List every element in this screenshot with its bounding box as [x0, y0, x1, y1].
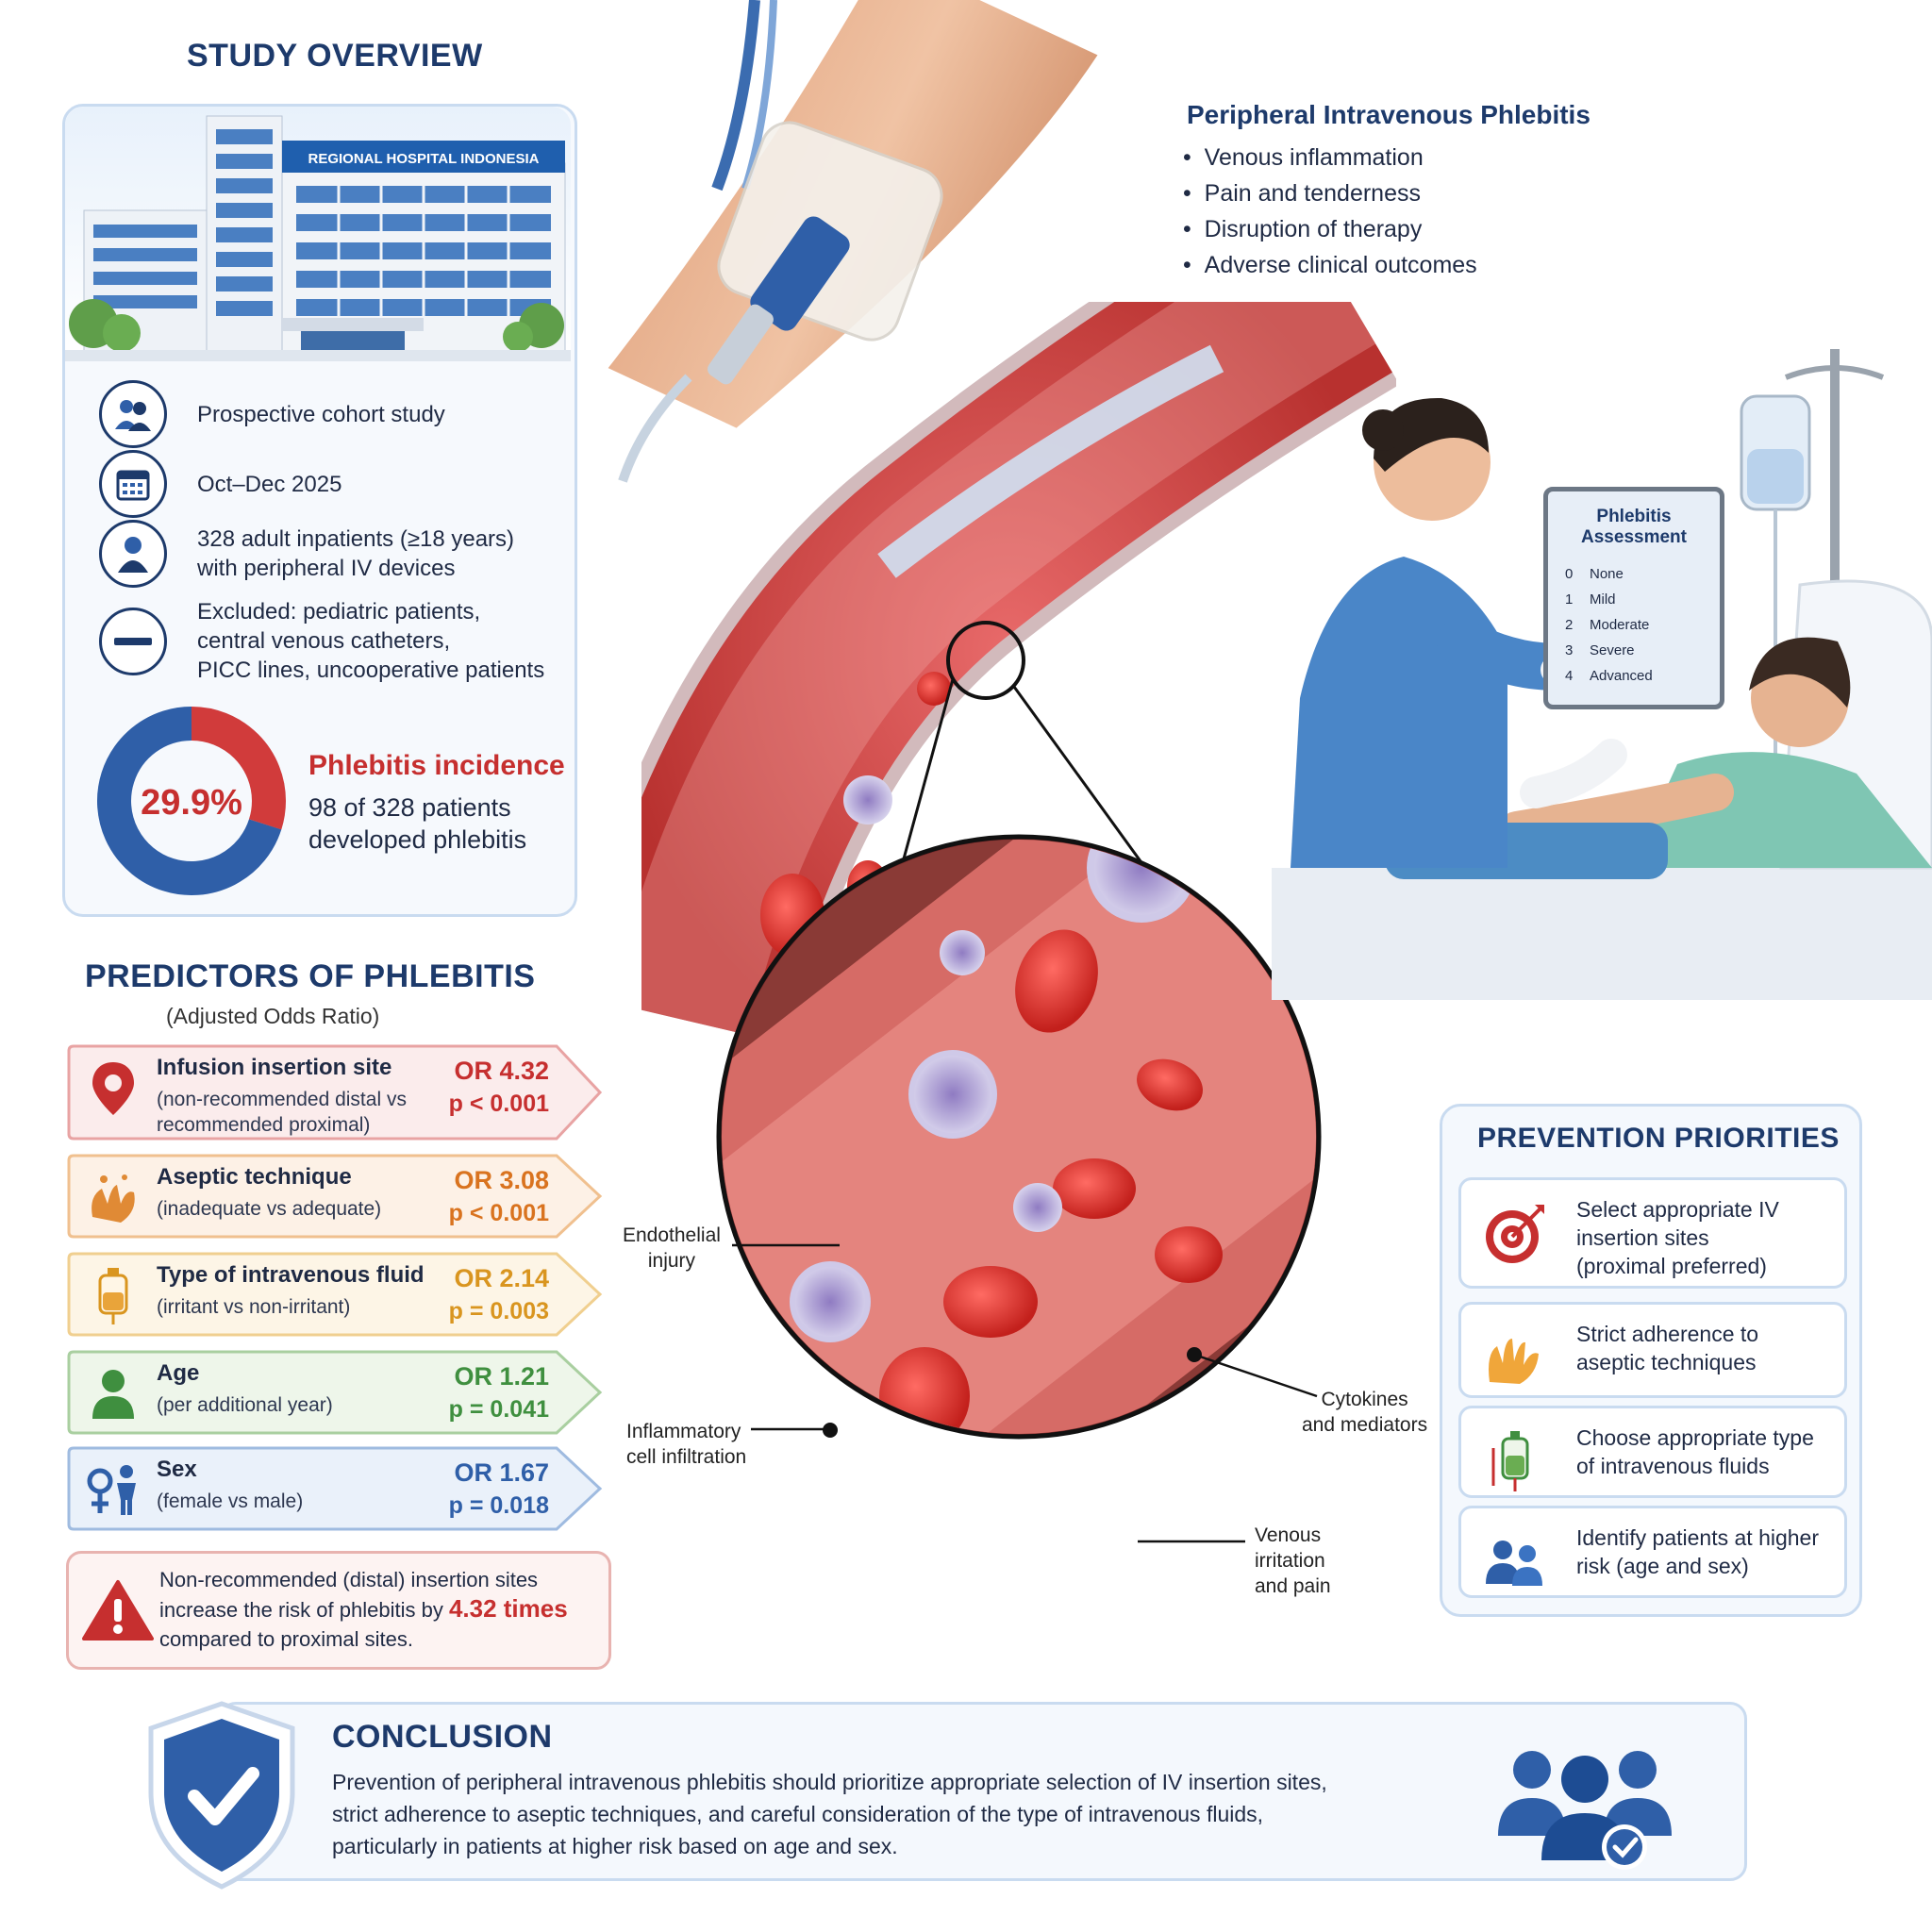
prevention-item: Strict adherence to aseptic techniques: [1458, 1302, 1847, 1398]
phlebitis-info-bullets: • Venous inflammation • Pain and tendern…: [1183, 140, 1477, 283]
prevention-item: Identify patients at higher risk (age an…: [1458, 1506, 1847, 1598]
predictor-desc: (per additional year): [157, 1394, 333, 1416]
risk-warning-box: Non-recommended (distal) insertion sites…: [66, 1551, 611, 1670]
person-icon: [99, 520, 167, 588]
predictor-desc: (non-recommended distal vs recommended p…: [157, 1089, 407, 1136]
conclusion-text: Prevention of peripheral intravenous phl…: [332, 1770, 1327, 1858]
predictor-or: OR 1.67: [454, 1458, 549, 1487]
predictors-title: PREDICTORS OF PHLEBITIS: [85, 958, 536, 994]
calendar-icon: [99, 450, 167, 518]
predictor-desc: (inadequate vs adequate): [157, 1198, 382, 1220]
iv-bag-icon: [98, 1268, 128, 1324]
gloved-hands-icon: [1489, 1339, 1539, 1384]
overview-excluded-text: Excluded: pediatric patients, central ve…: [197, 599, 545, 683]
predictor-row: Infusion insertion site (non-recommended…: [66, 1043, 603, 1141]
prevention-item: Select appropriate IV insertion sites (p…: [1458, 1177, 1847, 1289]
overview-row-period: Oct–Dec 2025: [99, 450, 341, 518]
overview-row-excluded: Excluded: pediatric patients, central ve…: [99, 597, 544, 685]
minus-icon: [99, 607, 167, 675]
prevention-text: Strict adherence to aseptic techniques: [1576, 1322, 1759, 1374]
label-endothelial: Endothelial injury: [623, 1224, 721, 1272]
predictor-or: OR 4.32: [454, 1057, 549, 1085]
vein-illustration: [641, 302, 1396, 1440]
predictor-p: p < 0.001: [448, 1200, 549, 1226]
phlebitis-info-title: Peripheral Intravenous Phlebitis: [1187, 100, 1591, 129]
person-icon: [92, 1370, 134, 1419]
phlebitis-bullet: • Pain and tenderness: [1183, 180, 1421, 207]
shield-check-icon: [148, 1701, 295, 1890]
study-overview-panel: REGIONAL HOSPITAL INDONESIA Prospective …: [62, 104, 577, 917]
predictor-or: OR 2.14: [454, 1264, 549, 1292]
group-check-icon: [1498, 1751, 1672, 1870]
incidence-heading: Phlebitis incidence: [308, 750, 565, 781]
label-inflammatory: Inflammatory cell infiltration: [626, 1421, 747, 1468]
label-venous: Venous irritation and pain: [1255, 1524, 1331, 1597]
predictor-row: Age (per additional year) OR 1.21 p = 0.…: [66, 1349, 603, 1440]
predictor-name: Aseptic technique: [157, 1164, 352, 1190]
prevention-text: Select appropriate IV insertion sites (p…: [1576, 1197, 1779, 1278]
predictor-p: p = 0.003: [448, 1298, 549, 1324]
overview-population-text: 328 adult inpatients (≥18 years) with pe…: [197, 526, 515, 581]
incidence-text: 98 of 328 patients developed phlebitis: [308, 793, 527, 854]
predictor-or: OR 3.08: [454, 1166, 549, 1194]
assessment-title: Phlebitis Assessment: [1581, 507, 1687, 547]
predictor-name: Age: [157, 1360, 200, 1386]
predictor-row: Aseptic technique (inadequate vs adequat…: [66, 1153, 603, 1243]
overview-row-design: Prospective cohort study: [99, 380, 445, 448]
overview-row-population: 328 adult inpatients (≥18 years) with pe…: [99, 520, 514, 588]
predictor-or: OR 1.21: [454, 1362, 549, 1391]
prevention-text: Identify patients at higher risk (age an…: [1576, 1525, 1819, 1578]
predictor-desc: (irritant vs non-irritant): [157, 1296, 351, 1318]
predictor-p: p < 0.001: [448, 1091, 549, 1117]
conclusion-panel: [219, 1702, 1747, 1881]
overview-period-text: Oct–Dec 2025: [197, 471, 342, 497]
label-cytokines: Cytokines and mediators: [1302, 1389, 1428, 1436]
predictor-row: Type of intravenous fluid (irritant vs n…: [66, 1251, 603, 1341]
hospital-sign: REGIONAL HOSPITAL INDONESIA: [308, 151, 539, 167]
warning-icon: [82, 1580, 154, 1641]
hands-icon: [92, 1174, 135, 1223]
prevention-title: PREVENTION PRIORITIES: [1477, 1123, 1840, 1154]
hospital-illustration: REGIONAL HOSPITAL INDONESIA: [65, 107, 571, 361]
study-overview-title: STUDY OVERVIEW: [187, 38, 483, 74]
target-icon: [1486, 1205, 1544, 1263]
predictor-name: Type of intravenous fluid: [157, 1262, 425, 1288]
phlebitis-bullet: • Adverse clinical outcomes: [1183, 252, 1477, 278]
incidence-value: 29.9%: [141, 783, 242, 823]
conclusion-title: CONCLUSION: [332, 1719, 553, 1755]
predictor-row: Sex (female vs male) OR 1.67 p = 0.018: [66, 1445, 603, 1536]
incidence-donut: 29.9%: [97, 707, 286, 895]
predictor-p: p = 0.018: [448, 1492, 549, 1519]
warning-text: Non-recommended (distal) insertion sites…: [159, 1568, 568, 1651]
prevention-item: Choose appropriate type of intravenous f…: [1458, 1406, 1847, 1498]
predictor-desc: (female vs male): [157, 1491, 304, 1512]
gender-icon: [87, 1465, 136, 1515]
location-pin-icon: [92, 1062, 134, 1115]
warning-highlight: 4.32 times: [448, 1594, 568, 1623]
iv-bag-icon: [1491, 1431, 1529, 1491]
donut-segment-phlebitis: [97, 707, 286, 895]
group-icon: [1486, 1541, 1542, 1586]
phlebitis-bullet: • Disruption of therapy: [1183, 216, 1423, 242]
predictors-subtitle: (Adjusted Odds Ratio): [166, 1004, 380, 1028]
predictor-name: Infusion insertion site: [157, 1055, 392, 1080]
predictor-name: Sex: [157, 1457, 197, 1482]
prevention-text: Choose appropriate type of intravenous f…: [1576, 1425, 1814, 1478]
overview-design-text: Prospective cohort study: [197, 401, 445, 427]
group-icon: [99, 380, 167, 448]
iv-arm-illustration: [608, 0, 1098, 483]
phlebitis-bullet: • Venous inflammation: [1183, 144, 1424, 171]
predictor-p: p = 0.041: [448, 1396, 549, 1423]
